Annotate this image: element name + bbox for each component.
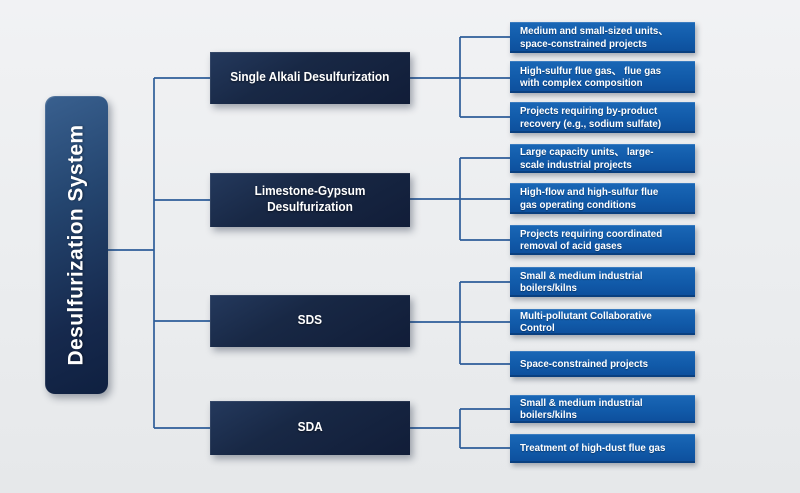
leaf-node-label: Projects requiring coordinated removal o… [520,227,663,252]
leaf-node-label: Treatment of high-dust flue gas [520,442,666,455]
leaf-node-label: High-sulfur flue gas、 flue gas with comp… [520,64,662,89]
leaf-node-1-2: High-sulfur flue gas、 flue gas with comp… [510,61,695,93]
leaf-node-3-2: Multi-pollutant Collaborative Control [510,309,695,335]
branch-node-single-alkali: Single Alkali Desulfurization [210,52,410,104]
leaf-node-3-3: Space-constrained projects [510,351,695,377]
leaf-node-4-1: Small & medium industrial boilers/kilns [510,395,695,423]
leaf-node-1-3: Projects requiring by-product recovery (… [510,102,695,133]
branch-node-label: SDS [297,313,323,328]
root-node: Desulfurization System [45,96,108,394]
leaf-node-label: High-flow and high-sulfur flue gas opera… [520,186,659,211]
leaf-node-label: Space-constrained projects [520,357,649,370]
leaf-node-4-2: Treatment of high-dust flue gas [510,434,695,463]
branch-node-label: SDA [297,420,323,435]
leaf-node-label: Large capacity units、 large-scale indust… [520,146,654,171]
branch-node-sda: SDA [210,401,410,455]
leaf-node-label: Small & medium industrial boilers/kilns [520,396,643,421]
leaf-node-2-2: High-flow and high-sulfur flue gas opera… [510,183,695,214]
branch-node-limestone-gypsum: Limestone-Gypsum Desulfurization [210,173,410,227]
leaf-node-1-1: Medium and small-sized units、space-const… [510,22,695,53]
leaf-node-2-3: Projects requiring coordinated removal o… [510,225,695,255]
leaf-node-label: Medium and small-sized units、space-const… [520,25,669,50]
root-node-label: Desulfurization System [64,124,88,366]
leaf-node-label: Projects requiring by-product recovery (… [520,105,662,130]
branch-node-label: Single Alkali Desulfurization [230,70,390,85]
leaf-node-2-1: Large capacity units、 large-scale indust… [510,144,695,173]
leaf-node-label: Small & medium industrial boilers/kilns [520,269,643,294]
leaf-node-label: Multi-pollutant Collaborative Control [520,309,652,334]
branch-node-label: Limestone-Gypsum Desulfurization [254,184,366,214]
branch-node-sds: SDS [210,295,410,347]
leaf-node-3-1: Small & medium industrial boilers/kilns [510,267,695,297]
